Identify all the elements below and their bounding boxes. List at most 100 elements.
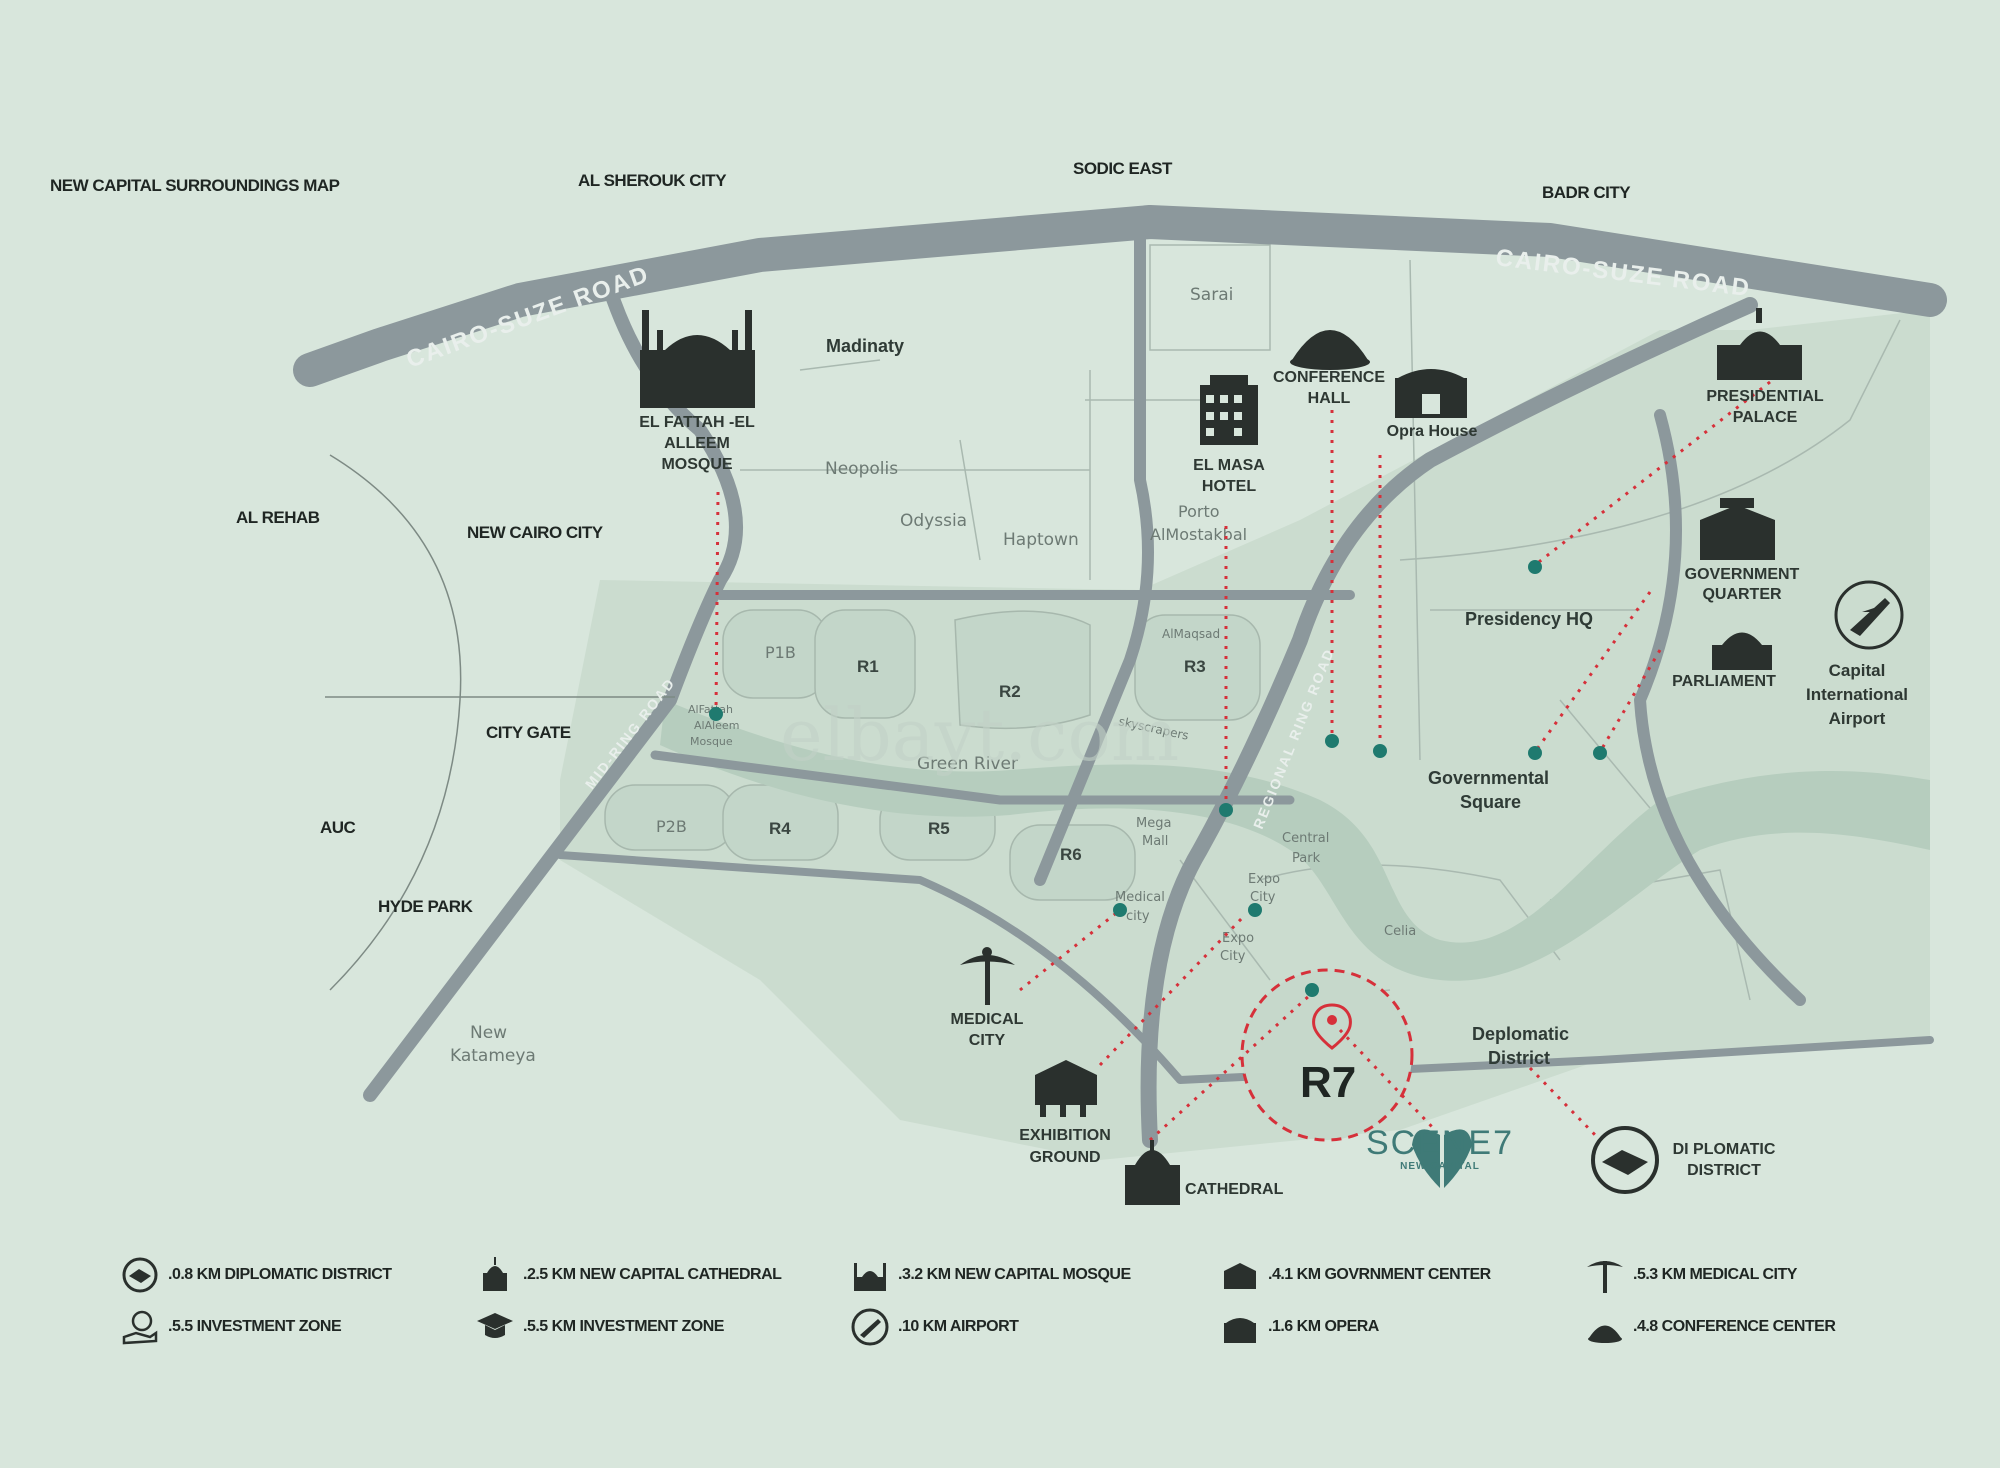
legend-text: .5.5 KM INVESTMENT ZONE [523,1318,724,1335]
landmark-parliament: PARLIAMENT [1672,673,1776,690]
place-celia: Celia [1384,924,1416,939]
mosque-icon [850,1255,890,1295]
zone-p2b: P2B [656,817,687,836]
r7-target[interactable]: R7 [1240,968,1414,1142]
distance-legend: .0.8 KM DIPLOMATIC DISTRICT .2.5 KM NEW … [110,1255,1910,1365]
government-icon [1700,498,1775,560]
place-new-katameya-line-2: Katameya [450,1046,536,1066]
place-diplomatic-line-1: Deplomatic [1472,1024,1569,1044]
landmark-medical-line-1: MEDICAL [951,1011,1024,1028]
place-governmental-square-line-2: Square [1460,792,1521,812]
landmark-cathedral: CATHEDRAL [1185,1181,1284,1198]
conference-icon [1585,1307,1625,1347]
east-road [1634,409,1806,1006]
mosque-icon [640,310,755,408]
legend-text: .4.8 CONFERENCE CENTER [1633,1318,1836,1335]
landmark-icons [640,308,1904,1205]
opera-icon [1395,369,1467,418]
place-madinaty: Madinaty [826,336,904,356]
zone-r4: R4 [769,819,791,838]
butterfly-icon [1412,1129,1472,1188]
zones [604,609,1261,901]
landmark-opera: Opra House [1387,423,1478,440]
landmark-government-line-1: GOVERNMENT [1685,566,1800,583]
place-green-river: Green River [917,754,1018,774]
legend-text: .2.5 KM NEW CAPITAL CATHEDRAL [523,1266,782,1283]
legend-item: .5.3 KM MEDICAL CITY [1585,1255,1797,1295]
cathedral-icon [475,1255,515,1295]
place-city-gate: CITY GATE [486,723,571,742]
place-almaqsad: AlMaqsad [1162,627,1220,641]
handshake-icon [1591,1126,1659,1194]
legend-item: .4.1 KM GOVRNMENT CENTER [1220,1255,1491,1295]
brand-name: SCENE7 [1365,1124,1515,1162]
landmark-palace-line-2: PALACE [1733,409,1798,426]
palace-icon [1717,308,1802,380]
watermark: elbayt.com [780,693,1179,777]
cross-road-middle [650,750,1295,805]
legend-item: .1.6 KM OPERA [1220,1307,1379,1347]
legend-item: .0.8 KM DIPLOMATIC DISTRICT [120,1255,392,1295]
place-expo-city-b-line-1: Expo [1222,931,1254,946]
west-arcs [325,454,675,991]
landmark-airport-line-2: International [1806,685,1908,704]
place-new-katameya-line-1: New [470,1023,507,1043]
roads [293,205,1947,1148]
zone-r2: R2 [999,682,1021,701]
landmark-airport-line-3: Airport [1829,709,1886,728]
legend-item: .4.8 CONFERENCE CENTER [1585,1307,1836,1347]
place-badr: BADR CITY [1542,183,1631,202]
legend-text: .4.1 KM GOVRNMENT CENTER [1268,1266,1491,1283]
place-governmental-square-line-1: Governmental [1428,768,1549,788]
legend-item: .5.5 KM INVESTMENT ZONE [475,1307,724,1347]
brand-subtitle: NEW CAPITAL [1400,1161,1480,1172]
landmark-conference-line-2: HALL [1308,390,1351,407]
place-al-rehab: AL REHAB [236,508,320,527]
parliament-icon [1712,632,1772,670]
opera-icon [1220,1307,1260,1347]
landmark-mosque-line-2: ALLEEM [664,435,730,452]
place-sodic-east: SODIC EAST [1073,159,1173,178]
legend-item: .2.5 KM NEW CAPITAL CATHEDRAL [475,1255,782,1295]
regional-ring-road [1140,297,1758,1148]
government-icon [1220,1255,1260,1295]
location-pin-icon [1312,1003,1352,1050]
place-central-park-line-2: Park [1292,851,1321,866]
graduation-cap-icon [475,1307,515,1347]
place-hyde-park: HYDE PARK [378,897,474,916]
place-presidency-hq: Presidency HQ [1465,609,1593,629]
vertical-road [1034,234,1154,886]
landmark-exhibition-line-2: GROUND [1029,1149,1100,1166]
place-porto-line-2: AlMostakbal [1150,525,1247,544]
caduceus-icon [1585,1255,1625,1295]
legend-item: .10 KM AIRPORT [850,1307,1019,1347]
place-expo-city-a-line-1: Expo [1248,872,1280,887]
airplane-icon [1834,580,1904,650]
place-mosque-small-line-3: Mosque [690,735,733,748]
exhibition-icon [1035,1060,1097,1117]
place-new-cairo: NEW CAIRO CITY [467,523,604,542]
connector-lines [714,380,1771,1142]
place-sarai: Sarai [1190,285,1233,305]
cathedral-icon [1125,1140,1180,1205]
legend-text: .1.6 KM OPERA [1268,1318,1379,1335]
zone-r7-label: R7 [1300,1058,1356,1107]
conference-icon [1290,330,1370,370]
money-hand-icon [120,1307,160,1347]
landmark-dots [709,560,1607,997]
legend-item: .3.2 KM NEW CAPITAL MOSQUE [850,1255,1131,1295]
cross-road-south [556,851,1934,1084]
landmark-exhibition-line-1: EXHIBITION [1019,1127,1111,1144]
hotel-icon [1200,375,1258,445]
map-title: NEW CAPITAL SURROUNDINGS MAP [50,176,340,195]
place-diplomatic-line-2: District [1488,1048,1550,1068]
zone-p1b: P1B [765,643,796,662]
landmark-medical-line-2: CITY [969,1032,1006,1049]
landmark-conference-line-1: CONFERENCE [1273,369,1385,386]
zone-r1: R1 [857,657,879,676]
landmark-airport-line-1: Capital [1829,661,1886,680]
place-expo-city-a-line-2: City [1250,890,1276,905]
landmark-hotel-line-2: HOTEL [1202,478,1256,495]
place-medical-city-line-1: Medical [1115,890,1165,905]
